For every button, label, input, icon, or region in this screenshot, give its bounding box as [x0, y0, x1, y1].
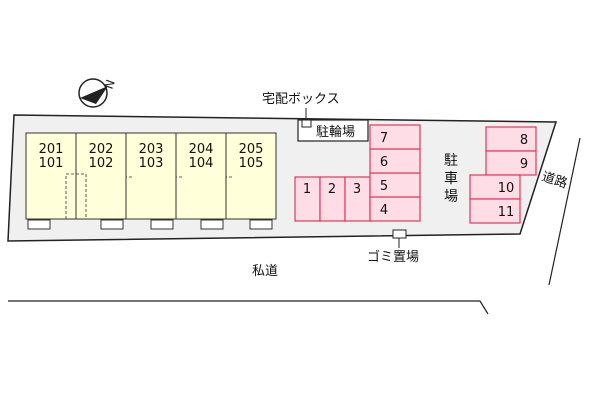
parking-label: 駐 車 場	[444, 153, 458, 205]
parking-space-number: 6	[380, 155, 388, 170]
exterior-unit	[249, 219, 273, 230]
unit-block	[225, 132, 277, 220]
svg-text:場: 場	[444, 189, 458, 205]
parking-space	[485, 126, 537, 152]
parking-space	[469, 198, 521, 224]
unit-number: 204	[189, 142, 214, 157]
stair-outline	[65, 173, 76, 219]
stair-outline	[125, 176, 134, 219]
unit-number: 102	[89, 156, 114, 171]
delivery-box-label: 宅配ボックス	[262, 92, 340, 107]
apartment-building: 201 101 202 102 203 103 204 104 205 105	[25, 132, 277, 230]
unit-number: 105	[239, 156, 264, 171]
unit-block	[25, 132, 77, 220]
parking-space	[369, 124, 421, 150]
parking-area: 1 2 3 4 5 6 7 8 9 10 11	[294, 124, 537, 224]
delivery-box	[301, 119, 312, 128]
unit-number: 205	[239, 142, 264, 157]
unit-block	[175, 132, 227, 220]
parking-space	[485, 150, 537, 176]
parking-space-number: 9	[520, 157, 528, 172]
garbage-station	[392, 229, 407, 239]
unit-number: 201	[39, 142, 64, 157]
unit-block	[125, 132, 177, 220]
unit-number: 203	[139, 142, 164, 157]
parking-space-number: 4	[380, 203, 388, 218]
unit-block	[75, 132, 127, 220]
parking-space	[369, 172, 421, 198]
parking-space	[369, 148, 421, 174]
unit-number: 202	[89, 142, 114, 157]
exterior-unit	[150, 219, 174, 230]
road-edge	[548, 137, 581, 286]
parking-space-number: 3	[353, 182, 361, 197]
parking-space-number: 1	[303, 182, 311, 197]
svg-text:駐: 駐	[444, 153, 458, 169]
unit-number: 104	[189, 156, 214, 171]
parking-space-number: 11	[498, 205, 515, 220]
parking-space-number: 7	[380, 131, 388, 146]
exterior-unit	[200, 219, 224, 230]
svg-text:車: 車	[444, 170, 458, 187]
private-road-label: 私道	[252, 264, 278, 279]
parking-space	[344, 176, 371, 222]
bicycle-parking-area	[297, 119, 369, 142]
north-arrow-icon: N	[78, 78, 118, 108]
parking-space	[369, 196, 421, 222]
stair-outline	[76, 173, 87, 219]
parking-space	[319, 176, 346, 222]
parking-space-number: 5	[380, 179, 388, 194]
garbage-label: ゴミ置場	[367, 249, 419, 265]
unit-number: 101	[39, 156, 64, 171]
parking-space	[469, 174, 521, 200]
parking-space-number: 10	[498, 181, 515, 196]
bicycle-parking-label: 駐輪場	[316, 124, 355, 140]
stair-outline	[225, 176, 234, 219]
road-label: 道路	[540, 169, 570, 192]
unit-number: 103	[139, 156, 164, 171]
exterior-unit	[27, 219, 51, 230]
parking-space-number: 2	[328, 182, 336, 197]
exterior-unit	[100, 219, 124, 230]
stair-outline	[175, 176, 184, 219]
parking-space-number: 8	[520, 133, 528, 148]
private-road-edge	[8, 300, 489, 315]
